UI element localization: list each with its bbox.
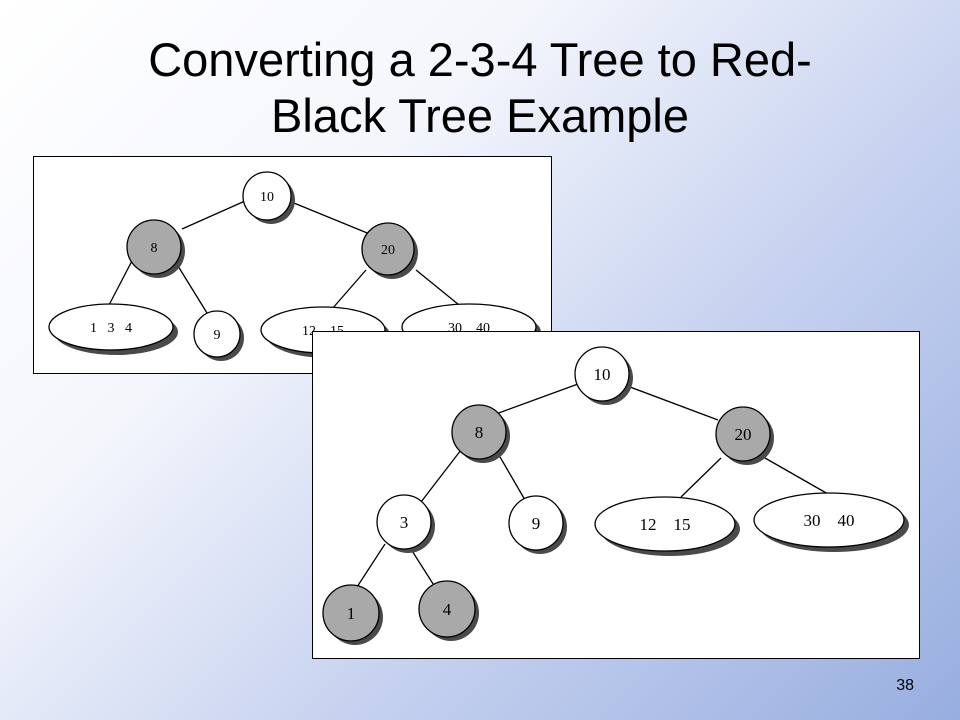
label-12-15: 12 15 <box>640 515 691 534</box>
label-4: 4 <box>443 600 452 619</box>
label-10: 10 <box>260 190 274 205</box>
edge-20-1215 <box>331 269 367 310</box>
edge-3-1 <box>356 543 386 588</box>
node-1 <box>322 584 380 642</box>
rb-tree-edges <box>356 383 829 588</box>
node-1-3-4 <box>48 303 174 351</box>
edge-8-9 <box>495 449 526 501</box>
edge-8-134 <box>108 256 135 306</box>
label-1: 1 <box>347 604 356 623</box>
node-8 <box>451 404 507 460</box>
label-1-3-4: 1 3 4 <box>90 321 132 336</box>
rb-tree-labels: 10 8 20 3 9 12 15 30 40 1 4 <box>347 365 855 623</box>
node-10 <box>574 346 630 402</box>
red-black-tree-diagram: 10 8 20 3 9 12 15 30 40 1 4 <box>312 331 920 659</box>
label-9: 9 <box>214 328 221 343</box>
node-3 <box>376 494 432 550</box>
edge-10-20 <box>629 386 719 421</box>
label-9: 9 <box>532 514 541 533</box>
node-8 <box>126 219 182 275</box>
tree-234-edges <box>108 200 465 314</box>
node-30-40 <box>753 492 905 548</box>
edge-10-8 <box>181 200 246 230</box>
label-10: 10 <box>594 365 611 384</box>
label-30-40: 30 40 <box>804 511 855 530</box>
edge-20-3040 <box>415 269 465 310</box>
title-line-2: Black Tree Example <box>271 89 689 142</box>
node-20 <box>715 406 771 462</box>
edge-20-1215 <box>680 457 722 498</box>
edge-3-4 <box>408 545 436 588</box>
edge-10-20 <box>288 200 378 238</box>
label-20: 20 <box>381 243 395 258</box>
edge-10-8 <box>495 383 579 415</box>
rb-tree-nodes <box>322 346 905 642</box>
node-9 <box>508 495 564 551</box>
node-12-15 <box>594 496 736 552</box>
title-line-1: Converting a 2-3-4 Tree to Red- <box>148 33 812 86</box>
edge-8-3 <box>420 449 462 503</box>
node-9 <box>193 310 241 358</box>
red-black-tree-svg: 10 8 20 3 9 12 15 30 40 1 4 <box>322 346 909 645</box>
edge-8-9 <box>177 265 208 314</box>
label-8: 8 <box>475 423 484 442</box>
tree-234-diagram: 10 8 20 1 3 4 9 12 15 30 40 <box>33 156 552 374</box>
label-8: 8 <box>151 241 158 256</box>
node-10 <box>242 171 292 221</box>
node-20 <box>361 222 415 276</box>
slide-number: 38 <box>896 677 914 694</box>
tree-234-labels: 10 8 20 1 3 4 9 12 15 30 40 <box>90 190 490 343</box>
slide-title: Converting a 2-3-4 Tree to Red- Black Tr… <box>60 32 900 144</box>
edge-20-3040 <box>764 457 829 495</box>
label-20: 20 <box>735 425 752 444</box>
node-4 <box>418 580 476 638</box>
label-3: 3 <box>400 513 409 532</box>
